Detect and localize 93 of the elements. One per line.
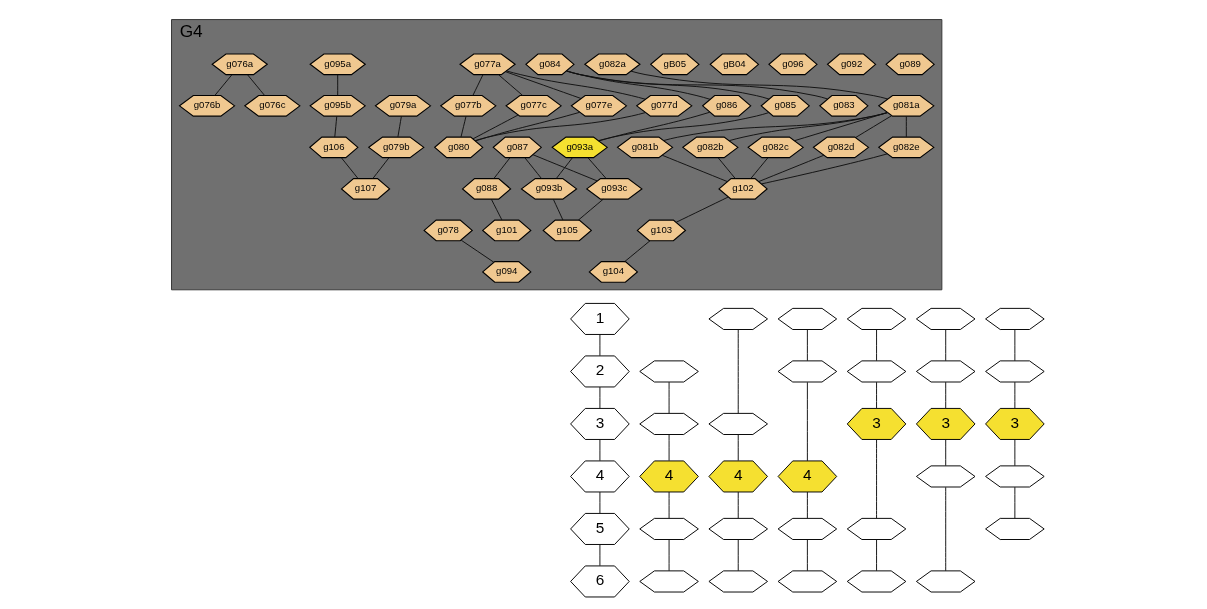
node-hexagon — [915, 360, 975, 383]
connector — [336, 74, 338, 96]
connector — [460, 239, 494, 263]
connector — [757, 154, 824, 183]
node-hexagon — [707, 412, 768, 435]
connector — [875, 381, 877, 409]
connector — [1013, 381, 1015, 409]
node-hexagon — [638, 412, 699, 435]
connector — [1013, 329, 1015, 362]
connector — [944, 486, 946, 572]
connector — [662, 112, 888, 142]
node-hexagon — [777, 360, 837, 383]
connector — [598, 334, 600, 357]
connector — [737, 434, 739, 462]
connector — [806, 539, 808, 572]
connector — [875, 329, 877, 362]
node-hexagon — [638, 570, 699, 593]
connector — [760, 153, 888, 185]
connector — [565, 70, 711, 100]
connector — [565, 70, 769, 100]
connector — [531, 154, 598, 182]
connector — [623, 240, 650, 263]
connector — [728, 112, 888, 142]
node-hexagon — [707, 570, 768, 593]
connector — [597, 112, 769, 142]
connector — [474, 112, 646, 142]
connector — [371, 157, 389, 179]
connector — [598, 491, 600, 514]
node-hexagon — [846, 307, 906, 330]
connector — [668, 381, 670, 414]
node-hexagon — [846, 517, 906, 540]
node-hexagon — [915, 465, 975, 488]
node-hexagon — [846, 360, 906, 383]
connector — [875, 539, 877, 572]
connector — [717, 157, 736, 179]
connector — [565, 70, 828, 100]
connector — [471, 74, 483, 96]
connector — [213, 74, 232, 96]
node-hexagon — [984, 465, 1045, 488]
connector — [1013, 439, 1015, 467]
node-hexagon — [915, 307, 975, 330]
connector — [668, 434, 670, 462]
connector — [737, 329, 739, 414]
connector — [737, 491, 739, 519]
node-hexagon — [915, 570, 975, 593]
connector — [460, 115, 466, 138]
connector — [340, 157, 358, 179]
connector — [875, 439, 877, 519]
connector — [555, 157, 573, 179]
connector — [471, 114, 519, 140]
connector — [490, 198, 502, 221]
connector — [598, 439, 600, 462]
connector — [1013, 486, 1015, 519]
connector — [492, 157, 510, 179]
connector — [552, 198, 563, 221]
connector — [246, 74, 265, 96]
connector — [944, 329, 946, 362]
connector — [905, 115, 907, 138]
connector — [854, 115, 892, 138]
connector — [396, 115, 402, 138]
node-hexagon — [777, 570, 837, 593]
connector — [333, 115, 337, 138]
connector — [944, 381, 946, 409]
node-hexagon — [984, 517, 1045, 540]
connector — [598, 544, 600, 567]
connector — [661, 154, 728, 183]
connector — [504, 71, 582, 99]
connector — [505, 70, 646, 100]
node-hexagon — [707, 517, 768, 540]
connector — [668, 491, 670, 519]
node-hexagon — [638, 360, 699, 383]
connector — [793, 112, 888, 142]
connector — [806, 329, 808, 362]
connector — [675, 196, 729, 223]
connector — [749, 157, 768, 179]
node-hexagon — [984, 307, 1045, 330]
connector — [668, 539, 670, 572]
node-hexagon — [638, 517, 699, 540]
connector — [806, 381, 808, 462]
node-hexagon — [777, 307, 837, 330]
connector — [524, 157, 542, 179]
connector — [806, 491, 808, 519]
connector — [497, 74, 523, 96]
node-hexagon — [707, 307, 768, 330]
connector — [944, 439, 946, 467]
connector — [737, 539, 739, 572]
connector — [598, 386, 600, 409]
connector — [629, 70, 888, 100]
node-hexagon — [777, 517, 837, 540]
node-hexagon — [846, 570, 906, 593]
connector — [587, 157, 606, 179]
node-hexagon — [984, 360, 1045, 383]
connector — [577, 198, 604, 221]
